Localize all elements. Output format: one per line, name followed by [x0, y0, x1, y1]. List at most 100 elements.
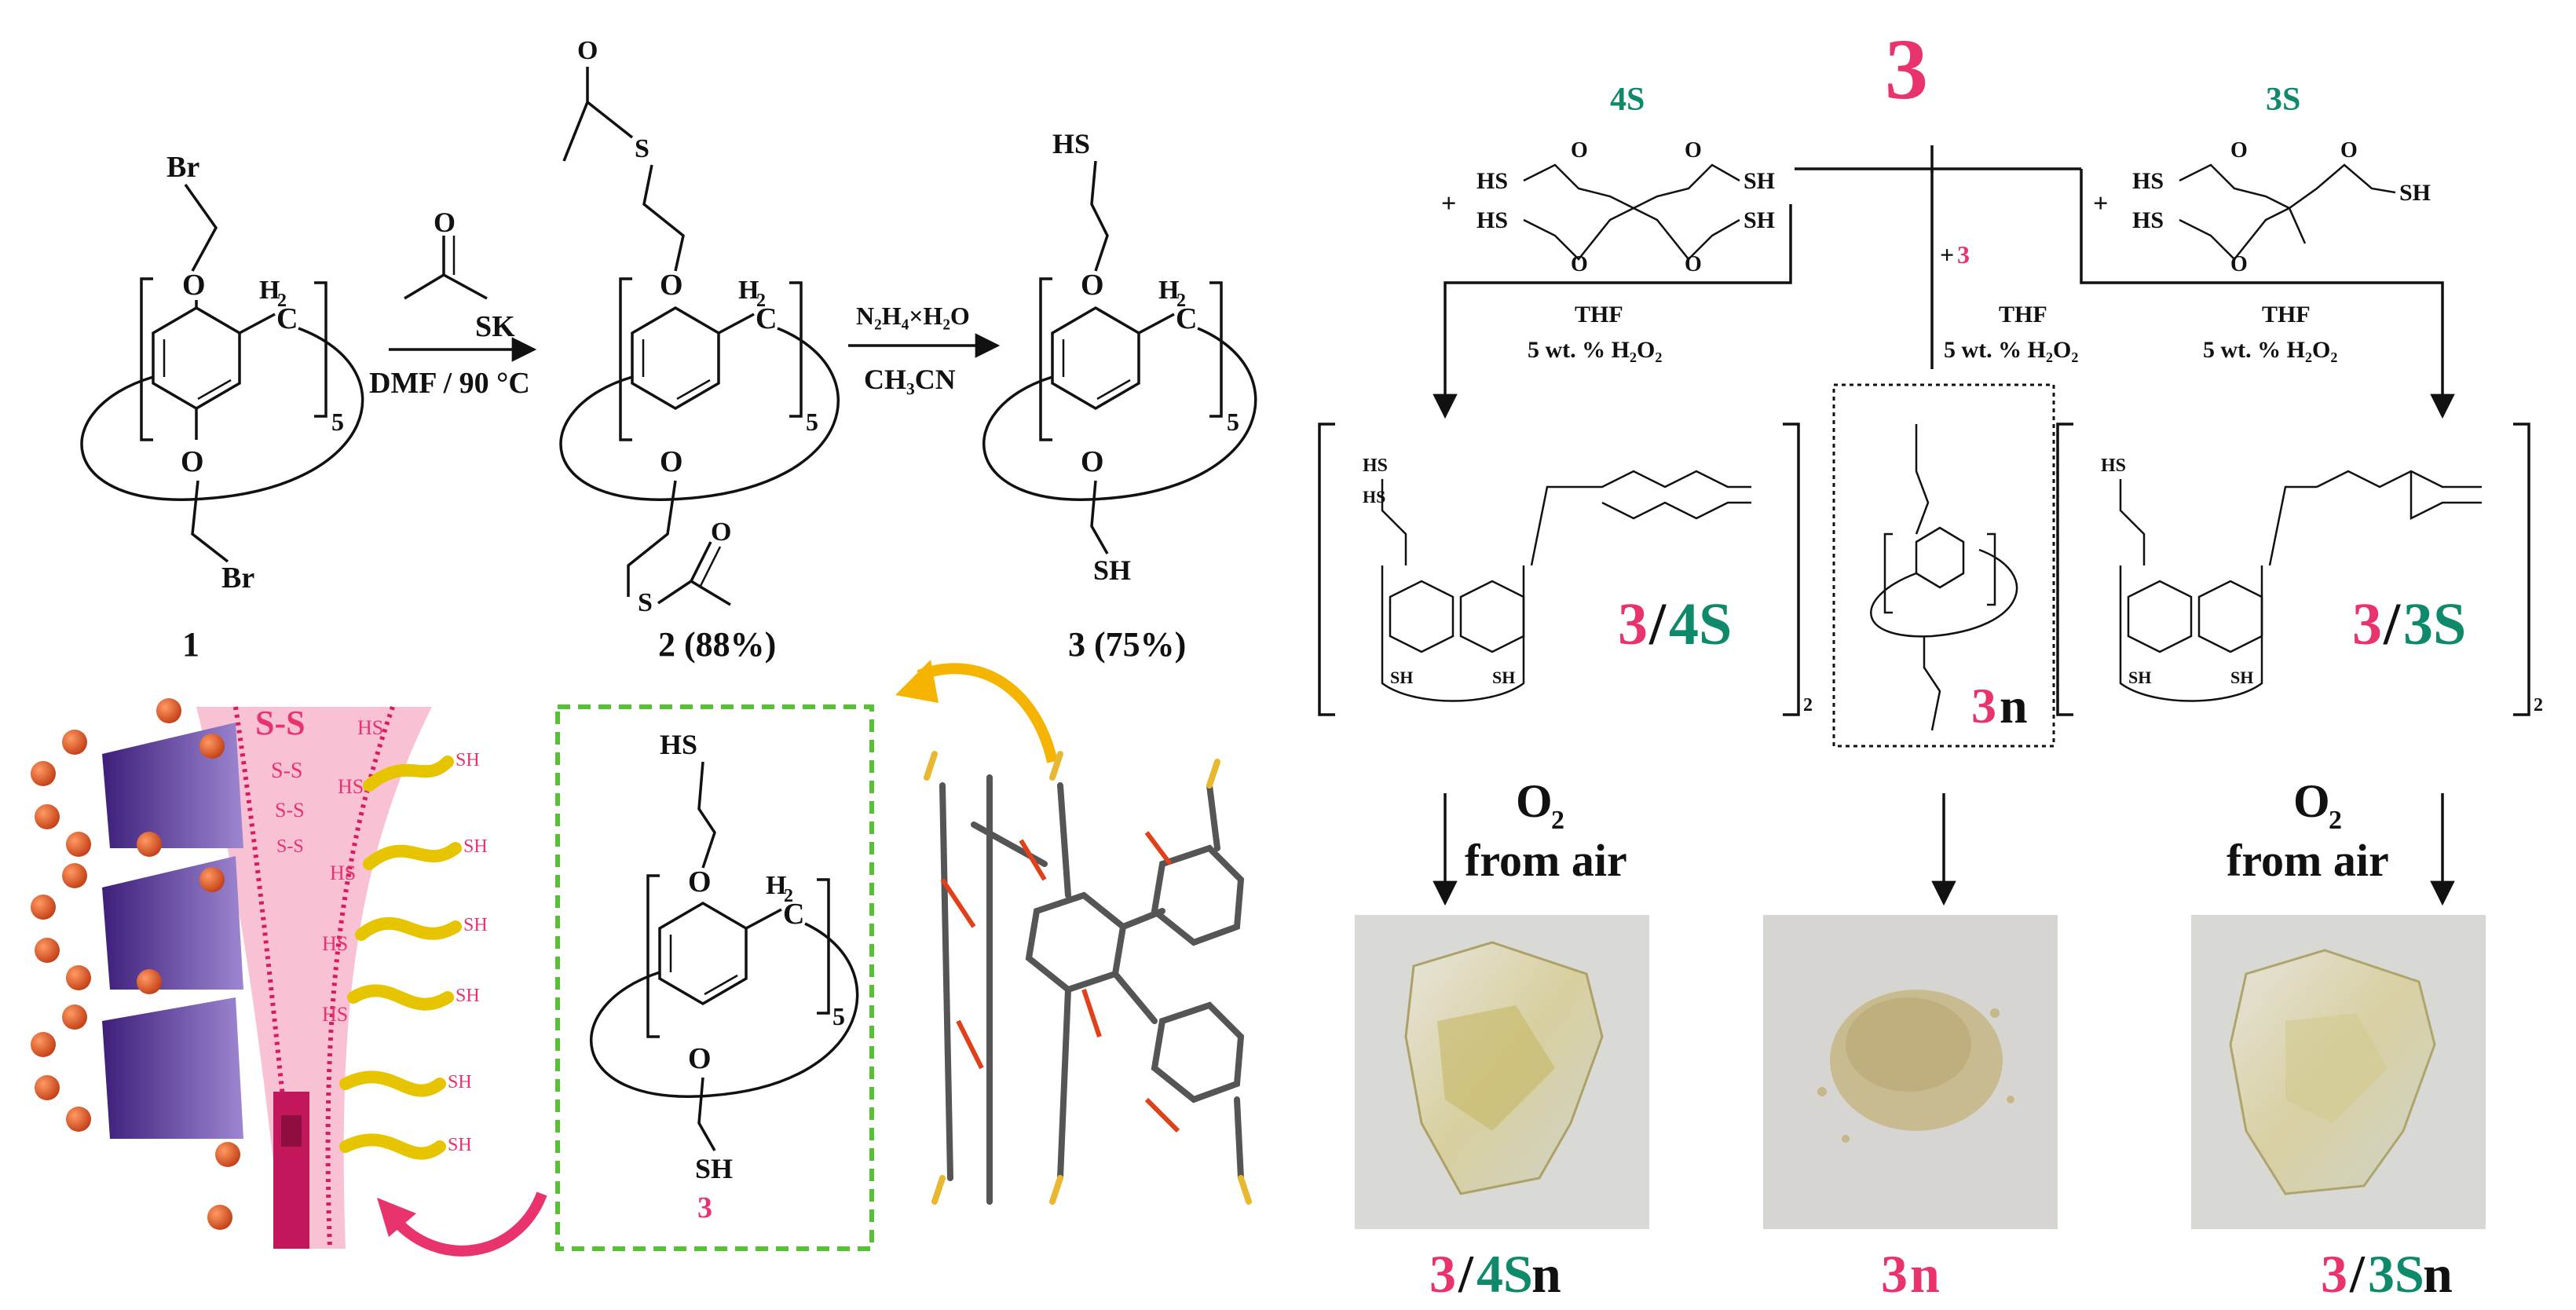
curved-arrow-yellow — [917, 663, 1058, 763]
o-3S-1: O — [2230, 138, 2248, 163]
photo-3n — [1763, 915, 2058, 1229]
disulfide-label-1: S-S — [271, 759, 302, 783]
repeat-n-box: 5 — [832, 1002, 845, 1030]
c-label-3: C — [1176, 302, 1197, 335]
compound-3-label: 3 (75%) — [1068, 625, 1186, 664]
reaction-step-2: N₂H₄×H₂O CH₃CN — [848, 302, 1001, 395]
photo-3-4Sn — [1355, 915, 1649, 1229]
prod-mid-a: 3 — [1881, 1244, 1908, 1304]
int-mid-a: 3 — [1971, 678, 1996, 734]
o-4S-2: O — [1685, 138, 1702, 163]
hs-top-box: HS — [660, 729, 697, 760]
sh-label-y4: SH — [456, 986, 480, 1006]
plus-3S: + — [2093, 189, 2108, 218]
reagent-hydrazine: N₂H₄×H₂O — [856, 302, 970, 330]
repeat-n-3: 5 — [1227, 408, 1239, 436]
o-4S-1: O — [1571, 138, 1588, 163]
c-label-2: C — [756, 302, 777, 335]
h2-sub-box: 2 — [784, 886, 793, 906]
network-scheme: 3 4S 3S + HS HS SH SH O O O O + HS HS SH… — [1318, 21, 2543, 1304]
intermediate-3-4S: 2 HS SH SH HS 3 / 4S — [1318, 423, 1813, 716]
h-label-3: H — [1158, 276, 1179, 305]
hs-label-z3: HS — [330, 862, 356, 884]
hs-label-z1: HS — [357, 716, 383, 739]
sh-4S-1: SH — [1744, 168, 1775, 194]
repeat-n-1: 5 — [331, 408, 344, 436]
s-bottom-2: S — [638, 588, 653, 617]
h-label-1: H — [259, 276, 280, 305]
sh-int-right-2: SH — [2230, 668, 2253, 687]
conditions-step-1: DMF / 90 °C — [369, 367, 530, 400]
hs-4S-1: HS — [1476, 168, 1508, 194]
sub-2-right: 2 — [2534, 695, 2543, 715]
prod-left-n: n — [1531, 1244, 1561, 1304]
disulfide-label-3: S-S — [276, 836, 304, 857]
o-lower-3: O — [1081, 445, 1104, 478]
thiol-arms — [339, 756, 462, 1160]
int-left-slash: / — [1648, 591, 1667, 657]
carbonyl-o-step1: O — [434, 207, 456, 238]
compound-3: HS O H 2 C 5 O SH 3 (75%) — [982, 128, 1257, 664]
sh-4S-2: SH — [1744, 207, 1775, 233]
oxygen-bottom: O — [181, 445, 204, 478]
o-3S-2: O — [2340, 138, 2358, 163]
macrocycle-cone-3 — [102, 997, 243, 1139]
sh-label-y6: SH — [448, 1135, 472, 1155]
disulfide-label-large: S-S — [255, 704, 306, 742]
o-3S-3: O — [2230, 252, 2248, 276]
o-upper-box: O — [688, 865, 712, 898]
hs-int-left: HS — [1363, 456, 1388, 476]
solvent-acetonitrile: CH₃CN — [864, 364, 956, 395]
crystal-structure — [895, 660, 1252, 1205]
sub-2-left: 2 — [1803, 695, 1813, 715]
hs-label-z4: HS — [322, 932, 348, 955]
o-upper-3: O — [1081, 269, 1104, 302]
compound-2: O S O H 2 C 5 O S O 2 (88%) — [559, 36, 840, 664]
sh-3S-1: SH — [2399, 180, 2431, 206]
intermediate-3-3S: 2 HS SH SH 3 / 3S — [2056, 423, 2543, 716]
prod-left-slash: / — [1458, 1244, 1474, 1304]
plus-num-3: 3 — [1957, 240, 1970, 269]
h2-sub-1: 2 — [277, 291, 287, 311]
c-label-1: C — [276, 302, 298, 335]
thf-left: THF — [1575, 302, 1623, 328]
sh-label-y5: SH — [448, 1072, 472, 1092]
dotted-box — [1832, 383, 2055, 748]
ammonium-balls — [31, 698, 240, 1230]
hs-3S-1: HS — [2132, 168, 2164, 194]
disulfide-label-2: S-S — [275, 799, 305, 821]
compound-1-label: 1 — [182, 625, 199, 664]
sh-int-left-2: SH — [1492, 668, 1515, 687]
hs-label-z2: HS — [338, 775, 364, 798]
flow-lines — [1433, 145, 2455, 419]
bromo-bottom: Br — [221, 562, 254, 595]
int-left-a: 3 — [1618, 591, 1648, 657]
sh-label-y2: SH — [463, 836, 488, 857]
boxed-monomer: HS O H 2 C 5 O SH 3 — [555, 704, 874, 1251]
molecule-4S: + HS HS SH SH O O O O — [1441, 138, 1775, 276]
bromo-top: Br — [166, 151, 199, 184]
o2-left: O — [1516, 775, 1553, 827]
hs-int-left-b: HS — [1363, 487, 1385, 507]
plus-sign-3: + — [1940, 240, 1954, 269]
sh-label-y3: SH — [463, 915, 488, 935]
prod-mid-n: n — [1910, 1244, 1940, 1304]
o-lower-box: O — [688, 1042, 712, 1075]
sh-bottom-3: SH — [1093, 554, 1131, 586]
sh-int-left-1: SH — [1390, 668, 1413, 687]
h-label-box: H — [766, 871, 786, 900]
c-label-box: C — [783, 898, 804, 931]
o-upper-2: O — [660, 269, 683, 302]
sh-label-y1: SH — [456, 750, 480, 770]
photo-3-3Sn — [2191, 915, 2486, 1229]
oxidant-right: 5 wt. % H₂O₂ — [2203, 337, 2337, 363]
o2-left-sub: 2 — [1551, 806, 1564, 835]
label-3S: 3S — [2266, 82, 2300, 118]
synthesis-scheme: Br O H 2 C 5 O Br 1 — [80, 36, 1257, 664]
dashed-box — [555, 704, 874, 1251]
o-top-2: O — [577, 36, 598, 65]
int-right-b: 3S — [2403, 591, 2466, 657]
plus-4S: + — [1441, 189, 1456, 218]
reagent-thioacetate: SK — [475, 310, 515, 343]
